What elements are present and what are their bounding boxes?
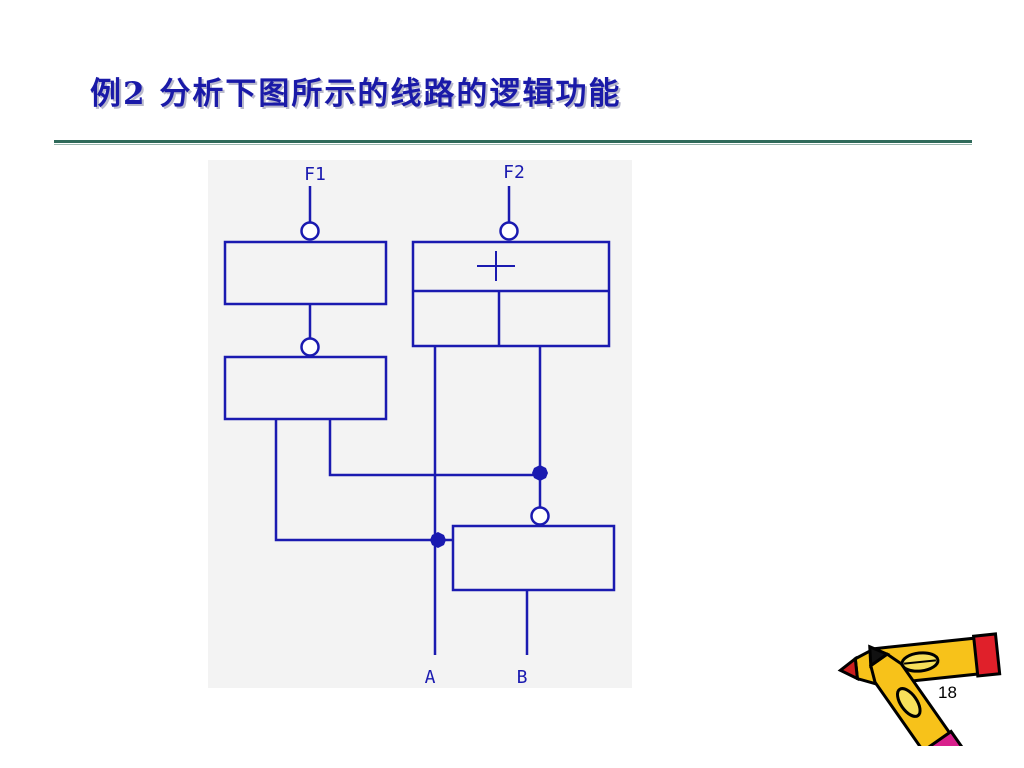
output-label-a: A xyxy=(425,667,436,688)
gate-box-g2 xyxy=(411,240,611,348)
title-divider xyxy=(54,140,972,143)
gate-box-g4 xyxy=(451,524,616,592)
output-label-b: B xyxy=(517,667,528,688)
title-divider-shadow xyxy=(54,144,972,145)
diagram-panel: F1 F2 A B xyxy=(208,160,632,688)
wire-g3-right xyxy=(328,419,540,477)
slide-title: 例2 分析下图所示的线路的逻辑功能 xyxy=(90,76,622,112)
gate-box-g1 xyxy=(223,240,388,306)
gate-box-g3 xyxy=(223,355,388,421)
wire-g3-left xyxy=(274,419,453,542)
inversion-bubble-f2 xyxy=(499,221,519,241)
input-label-f1: F1 xyxy=(304,164,326,185)
logic-circuit-diagram: F1 F2 A B xyxy=(223,162,616,688)
inversion-bubble-f1 xyxy=(300,221,320,241)
junction-dot-left xyxy=(430,532,446,548)
inversion-bubble-g3 xyxy=(300,337,320,357)
inversion-bubble-g4 xyxy=(530,506,550,526)
pencil-clipart-icon xyxy=(837,632,1002,746)
plus-symbol xyxy=(477,251,515,281)
page-number: 18 xyxy=(938,683,957,702)
junction-dot-right xyxy=(532,465,548,481)
input-label-f2: F2 xyxy=(503,162,525,183)
